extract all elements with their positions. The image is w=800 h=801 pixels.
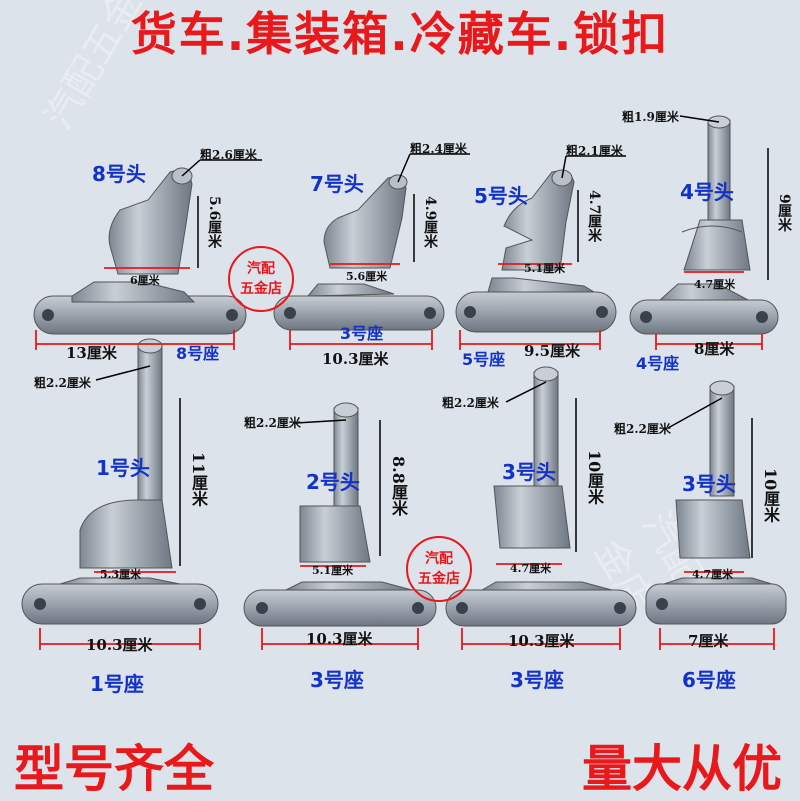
shop-stamp-top: 汽配 五金店 <box>228 246 294 312</box>
seat-label: 3号座 <box>310 668 364 692</box>
head-thickness: 粗2.2厘米 <box>34 376 91 390</box>
seat-1-part <box>21 577 219 625</box>
width-lines-red <box>35 263 775 650</box>
head-thickness: 粗2.2厘米 <box>244 416 301 430</box>
head-2-part <box>299 402 371 563</box>
head-thickness: 粗2.4厘米 <box>410 142 467 156</box>
seat-length: 9.5厘米 <box>524 342 581 360</box>
seat-label: 1号座 <box>90 672 144 696</box>
head-thickness: 粗2.2厘米 <box>614 422 671 436</box>
head-height: 5.6厘米 <box>206 196 222 249</box>
head-width: 6厘米 <box>130 274 160 287</box>
page-title: 货车.集装箱.冷藏车.锁扣 <box>130 7 670 61</box>
head-label: 2号头 <box>306 470 360 494</box>
shop-stamp-bottom: 汽配 五金店 <box>406 536 472 602</box>
head-width: 4.7厘米 <box>694 278 736 291</box>
head-height: 4.9厘米 <box>422 196 438 249</box>
seat-label: 4号座 <box>636 354 680 373</box>
head-thickness: 粗1.9厘米 <box>622 110 679 124</box>
head-label: 3号头 <box>502 460 556 484</box>
head-height: 8.8厘米 <box>389 456 408 516</box>
seat-4-part <box>629 283 779 335</box>
seat-length: 10.3厘米 <box>508 632 575 650</box>
head-label: 8号头 <box>92 162 146 186</box>
seat-3-part-b <box>243 581 437 627</box>
head-width: 5.1厘米 <box>312 564 354 577</box>
seat-length: 10.3厘米 <box>86 636 153 654</box>
head-width: 5.1厘米 <box>524 262 566 275</box>
head-thickness: 粗2.2厘米 <box>442 396 499 410</box>
seat-length: 13厘米 <box>66 344 117 362</box>
head-width: 5.6厘米 <box>346 270 388 283</box>
head-label: 4号头 <box>680 180 734 204</box>
seat-8-part <box>33 281 247 335</box>
seat-length: 10.3厘米 <box>322 350 389 368</box>
seat-label: 6号座 <box>682 668 736 692</box>
seat-length: 8厘米 <box>694 340 735 358</box>
head-height: 4.7厘米 <box>586 190 602 243</box>
footer-slogan-right: 量大从优 <box>582 740 782 798</box>
footer-slogan-left: 型号齐全 <box>14 740 214 798</box>
dimension-lines <box>95 115 769 566</box>
head-height: 9厘米 <box>776 194 792 232</box>
head-height: 11厘米 <box>189 452 208 507</box>
head-width: 4.7厘米 <box>692 568 734 581</box>
head-1-part <box>79 338 173 569</box>
seat-label: 3号座 <box>340 324 384 343</box>
head-label: 7号头 <box>310 172 364 196</box>
head-3-part-b <box>675 380 751 559</box>
seat-3-part-a <box>273 283 445 331</box>
head-width: 4.7厘米 <box>510 562 552 575</box>
seat-length: 7厘米 <box>688 632 729 650</box>
head-width: 5.3厘米 <box>100 568 142 581</box>
head-thickness: 粗2.6厘米 <box>200 148 257 162</box>
seat-6-part <box>645 577 787 625</box>
seat-label: 3号座 <box>510 668 564 692</box>
head-height: 10厘米 <box>585 450 604 505</box>
head-height: 10厘米 <box>761 468 780 523</box>
seat-5-part <box>455 277 617 333</box>
seat-3-part-c <box>445 581 637 627</box>
seat-length: 10.3厘米 <box>306 630 373 648</box>
seat-label: 8号座 <box>176 344 220 363</box>
head-thickness: 粗2.1厘米 <box>566 144 623 158</box>
head-label: 1号头 <box>96 456 150 480</box>
seat-label: 5号座 <box>462 350 506 369</box>
head-label: 5号头 <box>474 184 528 208</box>
head-4-part <box>681 115 751 271</box>
head-label: 3号头 <box>682 472 736 496</box>
head-3-part-a <box>493 366 571 549</box>
